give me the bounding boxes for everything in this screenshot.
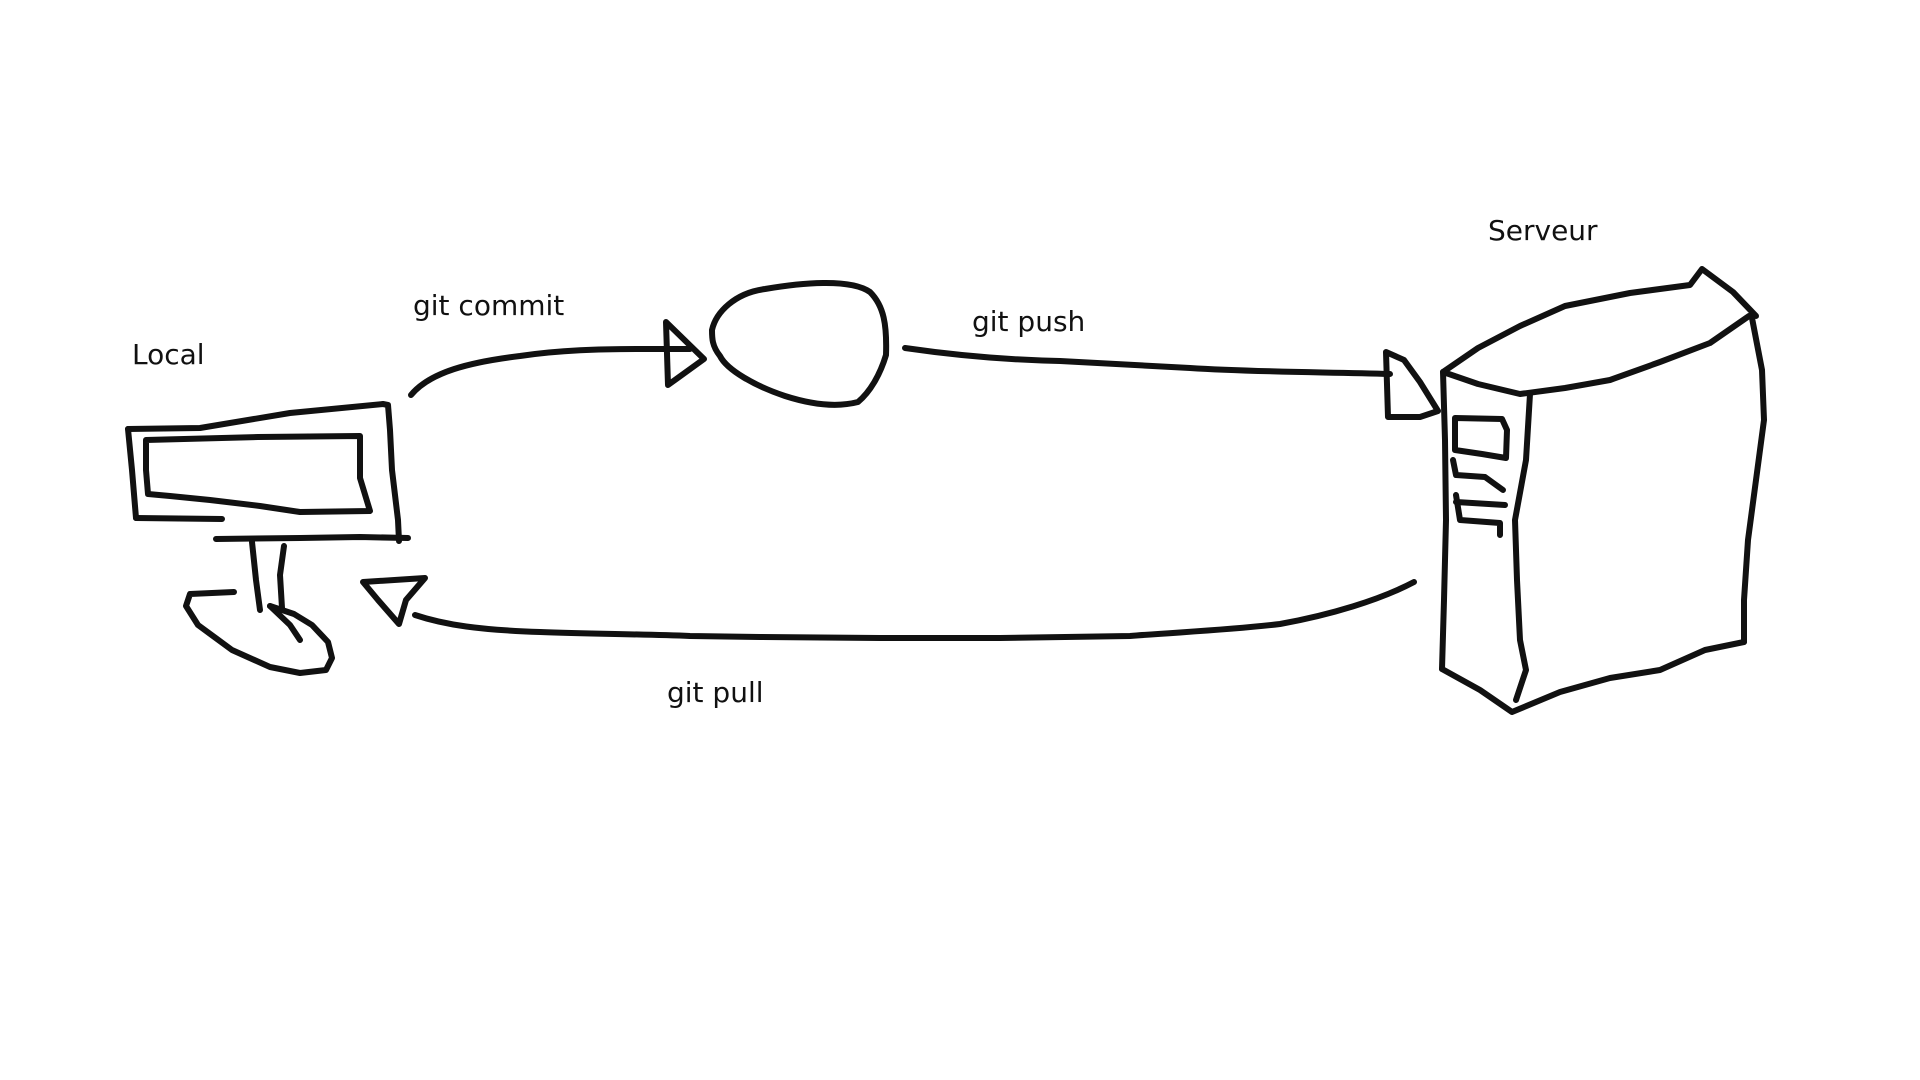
server-tower-icon bbox=[1439, 266, 1767, 715]
server-drive-bay-2 bbox=[1450, 457, 1506, 493]
push-arrow-line bbox=[902, 345, 1393, 377]
staging-circle-node bbox=[709, 279, 890, 408]
pull-arrowhead bbox=[360, 575, 428, 627]
pull-arrow-line bbox=[412, 579, 1417, 641]
local-label: Local bbox=[132, 338, 205, 371]
mouse-icon bbox=[183, 589, 335, 676]
server-top-front-edge bbox=[1440, 313, 1752, 397]
commit-arrowhead bbox=[663, 319, 707, 388]
git-pull-label: git pull bbox=[667, 676, 764, 709]
local-computer-icon bbox=[125, 401, 411, 676]
edge-commit bbox=[408, 319, 707, 398]
git-commit-label: git commit bbox=[413, 289, 565, 322]
mouse-cable bbox=[267, 603, 303, 643]
server-front-left-edge bbox=[1439, 369, 1449, 672]
monitor-frame bbox=[125, 401, 402, 544]
monitor-frame-left bbox=[125, 426, 139, 521]
monitor-stand bbox=[249, 539, 287, 613]
edge-push bbox=[902, 345, 1441, 420]
git-push-label: git push bbox=[972, 305, 1086, 338]
server-corner-edge bbox=[1512, 391, 1533, 703]
server-right-edge bbox=[1741, 315, 1767, 645]
server-top-face bbox=[1440, 266, 1759, 375]
serveur-label: Serveur bbox=[1488, 214, 1598, 247]
push-arrowhead bbox=[1383, 349, 1441, 420]
commit-arrow-line bbox=[408, 346, 693, 398]
server-drive-bay-3 bbox=[1453, 492, 1508, 538]
edge-pull bbox=[360, 575, 1417, 641]
server-bottom-edge bbox=[1439, 639, 1747, 715]
monitor-screen bbox=[143, 433, 373, 515]
server-drive-bay-1 bbox=[1452, 415, 1510, 461]
monitor-base bbox=[213, 534, 411, 542]
